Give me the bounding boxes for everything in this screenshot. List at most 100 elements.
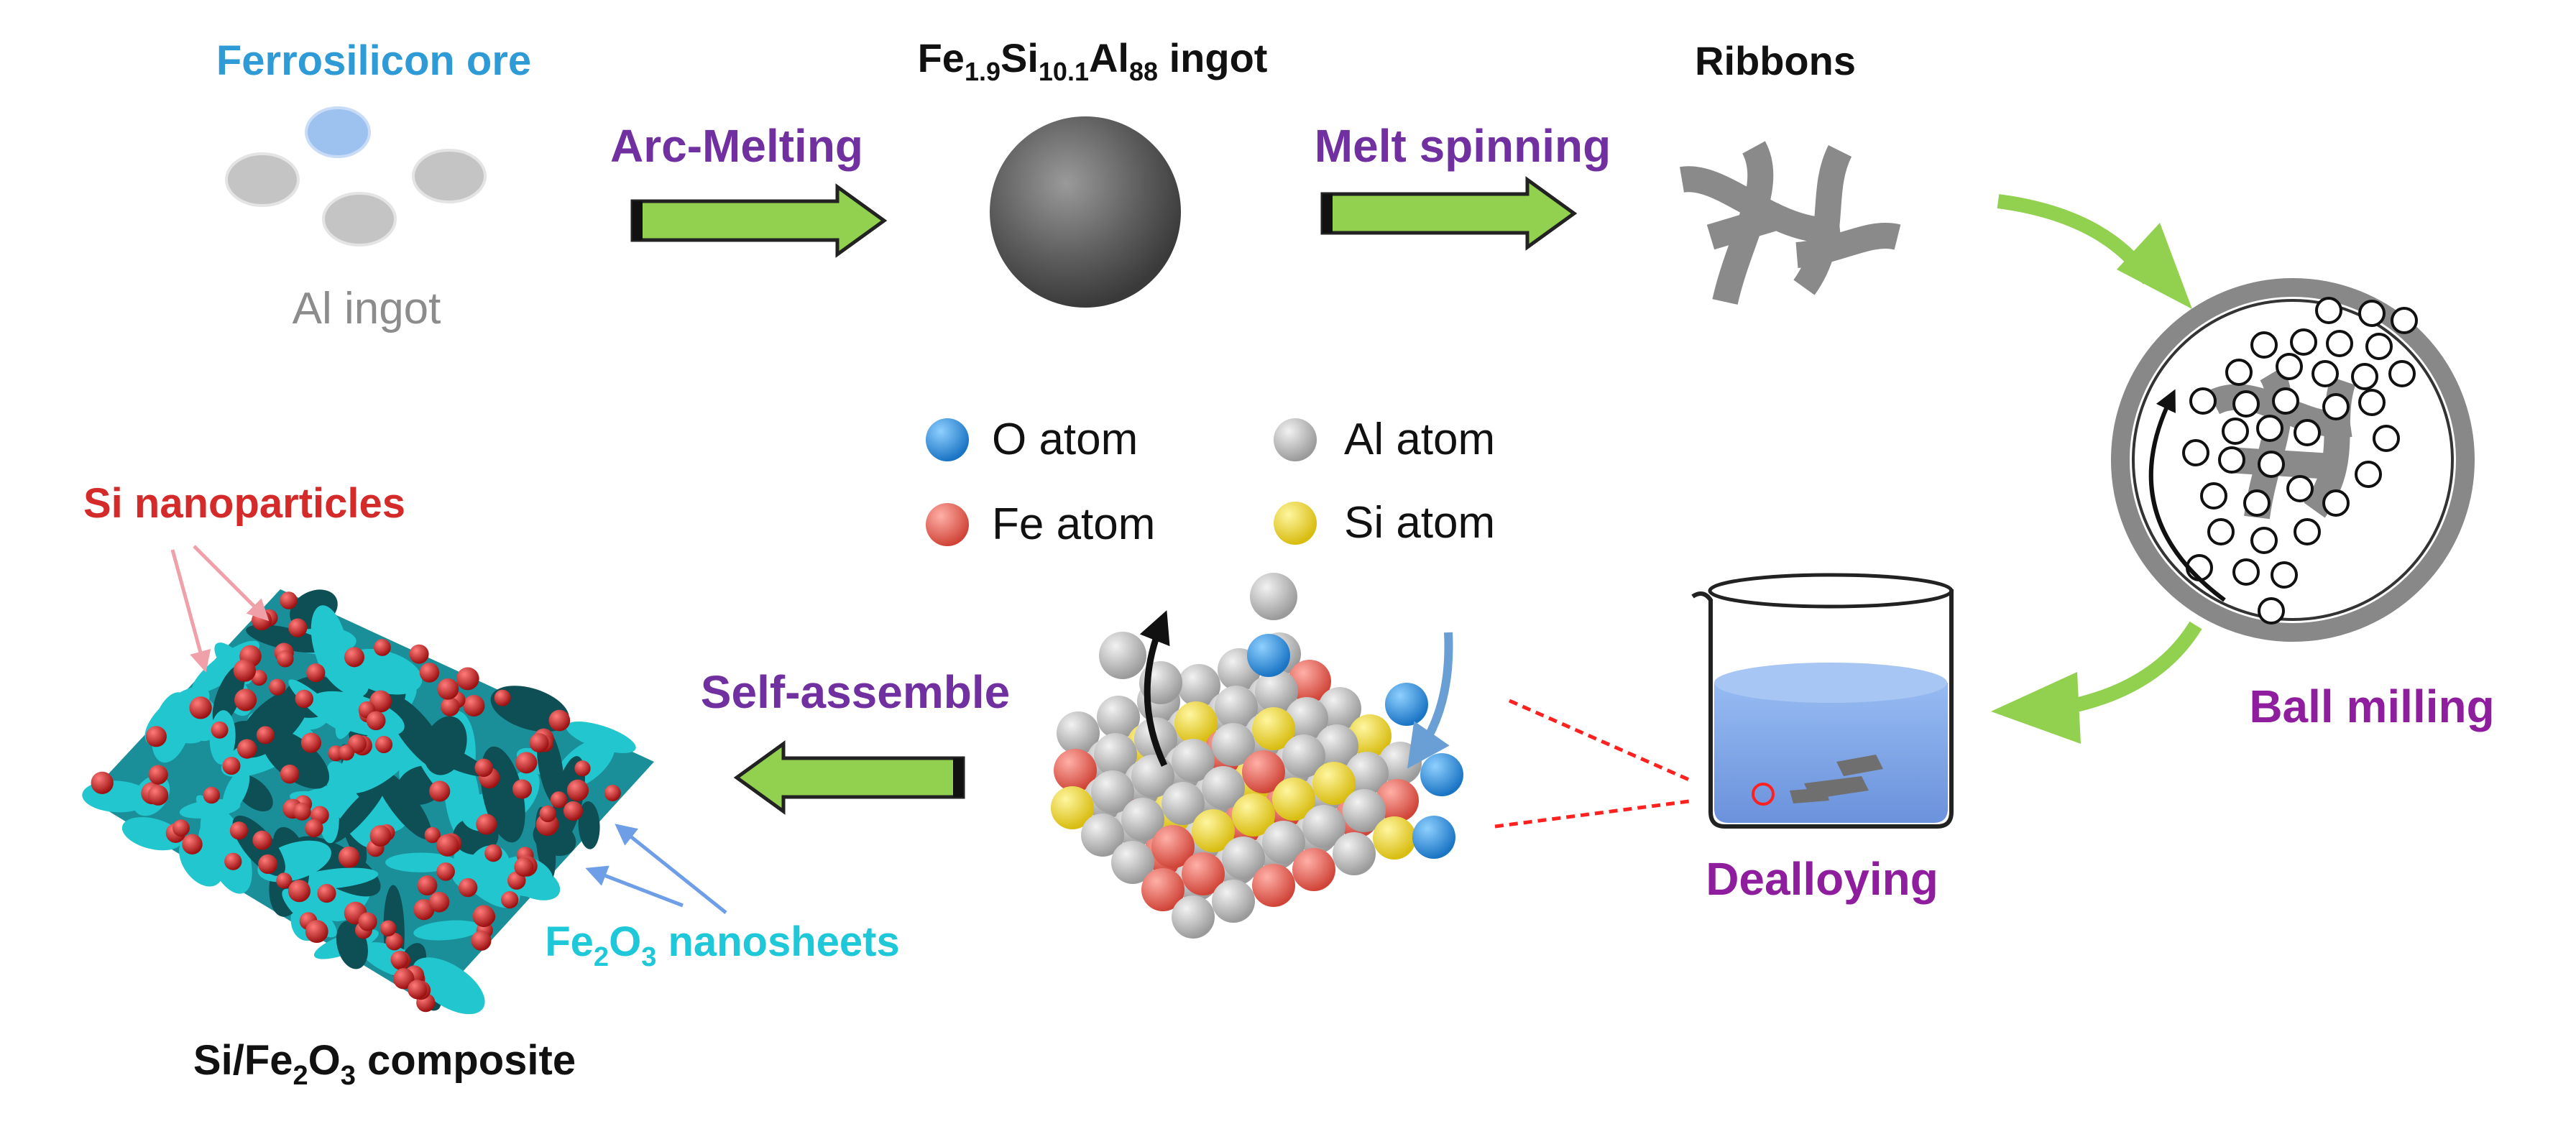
si-nanoparticle	[514, 857, 534, 877]
nanoparticle-pointer-2	[193, 545, 270, 622]
legend-fe-atom-label: Fe atom	[992, 499, 1155, 549]
si-nanoparticle	[604, 784, 621, 802]
arc-melting-arrow	[630, 183, 888, 258]
lattice-atom	[1348, 714, 1392, 757]
lattice-atom	[1255, 670, 1298, 713]
ball-mill	[2111, 278, 2475, 642]
si-nanoparticle	[222, 757, 241, 775]
si-nanoparticle	[471, 930, 492, 951]
si-nanoparticle	[566, 779, 589, 801]
si-nanoparticle	[288, 618, 308, 637]
nanosheet	[198, 821, 226, 871]
ferrosilicon-pellet	[305, 106, 371, 158]
lattice-atom	[1346, 752, 1389, 795]
nanosheet-pointer-2	[585, 865, 684, 908]
lattice-atom	[1162, 782, 1205, 825]
lattice-atom	[1094, 733, 1137, 776]
atomic-lattice	[1051, 632, 1422, 939]
si-nanoparticle	[419, 663, 440, 683]
lattice-atom	[1174, 701, 1218, 745]
lattice-atom	[1091, 770, 1134, 814]
nanosheet	[578, 801, 600, 849]
si-nanoparticle	[429, 780, 451, 802]
free-al-atom	[1099, 632, 1146, 679]
si-nanoparticle	[390, 951, 408, 969]
composite-label: Si/Fe2O3 composite	[193, 1037, 576, 1091]
si-nanoparticle	[256, 726, 275, 745]
nanosheet	[222, 769, 250, 813]
si-nanoparticle	[369, 690, 392, 713]
si-nanoparticle	[436, 862, 455, 881]
si-nanoparticle	[145, 726, 167, 747]
lattice-atom	[1121, 798, 1164, 841]
fe2o3-nanosheets-label: Fe2O3 nanosheets	[545, 918, 900, 972]
lattice-atom	[1182, 852, 1225, 895]
si-nanoparticle	[234, 688, 257, 711]
nanosheet	[121, 817, 183, 851]
lattice-atom	[1054, 749, 1097, 792]
al-ingot-label: Al ingot	[293, 284, 441, 333]
si-nanoparticle	[373, 639, 391, 656]
lattice-atom	[1172, 739, 1215, 782]
si-nanoparticle	[393, 968, 415, 990]
lattice-atom	[1252, 864, 1295, 907]
legend-o-atom-label: O atom	[992, 415, 1138, 464]
self-assemble-arrow-tail	[953, 758, 963, 797]
si-nanoparticle	[472, 905, 495, 928]
ingot-sphere	[990, 116, 1181, 308]
melt-spinning-arrow-tail	[1322, 194, 1333, 233]
arc-melting-arrow-tail	[632, 201, 643, 240]
si-nanoparticle	[456, 667, 479, 691]
si-nanoparticle	[494, 689, 511, 706]
dealloying-label: Dealloying	[1706, 853, 1938, 905]
nanosheet	[566, 721, 636, 754]
nanosheet	[374, 768, 432, 840]
nanosheet	[413, 920, 482, 941]
ferrosilicon-ore-label: Ferrosilicon ore	[216, 37, 531, 84]
lattice-atom	[1262, 821, 1305, 864]
ribbons-graphic	[1680, 141, 1901, 305]
al-leaving-arrow	[1139, 610, 1170, 767]
ball-milling-label: Ball milling	[2249, 681, 2494, 732]
milling-balls	[2182, 297, 2418, 625]
si-nanoparticle	[409, 644, 429, 664]
si-nanoparticle	[529, 733, 549, 753]
free-al-atom	[1250, 573, 1297, 620]
si-nanoparticle	[269, 678, 286, 696]
self-assemble-arrow	[733, 740, 965, 815]
si-nanoparticle	[305, 819, 323, 838]
nanosheet	[261, 729, 330, 789]
si-nanoparticle	[515, 752, 538, 774]
melt-spinning-arrow	[1320, 176, 1578, 251]
lattice-atom	[1097, 696, 1140, 739]
si-nanoparticle	[252, 830, 272, 850]
lattice-atom	[1212, 880, 1255, 923]
si-nanoparticle	[182, 834, 203, 854]
si-nanoparticle	[501, 891, 519, 909]
si-nanoparticle	[233, 659, 256, 682]
lattice-atom	[1192, 809, 1235, 852]
si-nanoparticle	[276, 872, 293, 889]
ingot-label: Fe1.9Si10.1Al88 ingot	[918, 35, 1268, 86]
si-nanoparticle	[338, 846, 360, 868]
si-fe2o3-composite-block	[82, 589, 654, 1015]
nanosheet	[386, 695, 448, 772]
rotation-arrow	[2148, 389, 2226, 602]
si-nanoparticle	[385, 932, 403, 951]
nanosheet	[551, 756, 585, 844]
legend-si-atom-swatch	[1274, 502, 1317, 545]
si-nanoparticle	[375, 735, 393, 754]
free-o-atom	[1247, 634, 1290, 677]
nanosheet	[246, 625, 327, 653]
al-pellet	[225, 152, 300, 207]
si-nanoparticle	[229, 821, 248, 840]
lattice-atom	[1318, 687, 1361, 730]
raw-material-pellets	[225, 106, 487, 246]
si-nanoparticle	[148, 765, 168, 785]
si-nanoparticle	[258, 854, 278, 874]
beaker	[1691, 573, 1954, 829]
atom-legend: O atom Al atom Fe atom Si atom	[926, 415, 1495, 549]
zoom-line-upper	[1508, 699, 1690, 782]
lattice-atom	[1177, 664, 1220, 707]
si-nanoparticle	[147, 785, 169, 806]
